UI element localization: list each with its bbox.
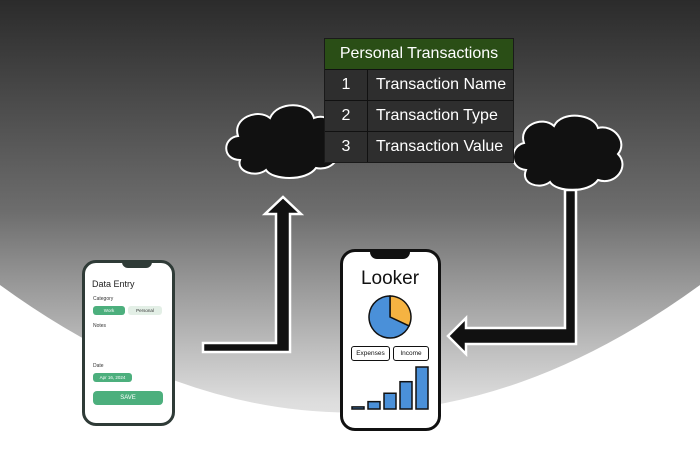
cloud-right-icon [512,114,624,191]
expenses-button[interactable]: Expenses [351,346,390,361]
row-label: Transaction Value [376,138,504,155]
notes-label: Notes [93,323,107,329]
bar [415,366,429,410]
phone-notch [122,260,152,268]
transactions-table: Personal Transactions 1 Transaction Name… [324,38,514,163]
table-row: 2 Transaction Type [325,100,513,131]
category-label: Category [93,296,114,302]
bar-chart [351,366,429,410]
row-number: 2 [325,101,368,131]
table-header: Personal Transactions [325,39,513,70]
bar [383,392,397,410]
table-row: 3 Transaction Value [325,131,513,162]
phone-notch [370,249,410,259]
arrow-left-icon [446,188,578,358]
date-label: Date [93,363,104,369]
table-row: 1 Transaction Name [325,70,513,100]
chip-work[interactable]: Work [93,306,125,315]
income-button[interactable]: Income [393,346,429,361]
arrow-up-icon [201,195,305,354]
row-number: 3 [325,132,368,162]
pie-slice [389,295,412,327]
save-button[interactable]: SAVE [93,391,163,405]
pie-chart [368,295,412,339]
looker-title: Looker [360,268,420,289]
row-label: Transaction Type [376,107,498,124]
data-entry-title: Data Entry [92,279,135,289]
bar [399,380,413,410]
chip-personal[interactable]: Personal [128,306,162,315]
bar [367,400,381,410]
row-label: Transaction Name [376,76,507,93]
pie-slice [368,295,411,339]
row-number: 1 [325,70,368,100]
bar [351,406,365,410]
date-field[interactable]: Apr 16, 2024 [93,373,132,382]
